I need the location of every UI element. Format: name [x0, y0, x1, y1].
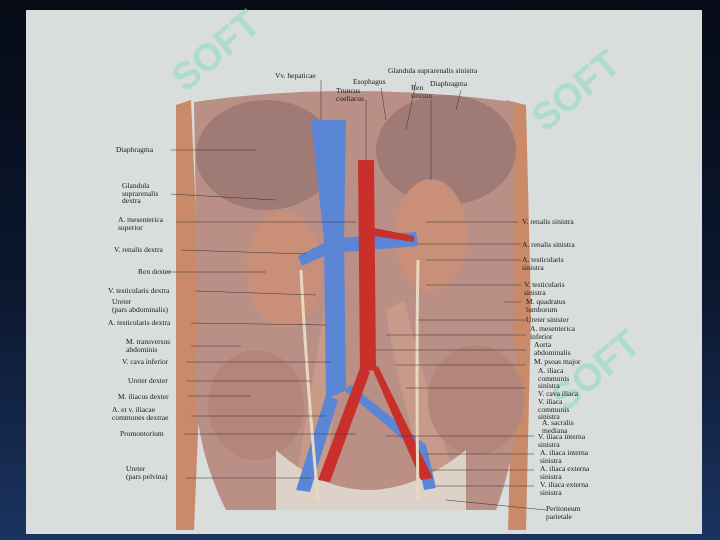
- anatomy-illustration: [166, 80, 547, 530]
- diaphragm-left-dome: [376, 95, 516, 205]
- label-m-iliacus-dexter: M. iliacus dexter: [118, 392, 169, 401]
- label-v-renalis-dextra: V. renalis dextra: [114, 245, 163, 254]
- label-a-iliaca-externa-sinistra: A. iliaca externa sinistra: [540, 464, 590, 481]
- label-peritoneum-parietale: Peritoneum parietale: [546, 504, 581, 521]
- label-v-iliaca-externa-sinistra: V. iliaca externa sinistra: [540, 480, 589, 497]
- ureter-right: [299, 269, 320, 501]
- label-a-mesenterica-superior: A. mesenterica superior: [118, 215, 163, 232]
- label-a-renalis-sinistra: A. renalis sinistra: [522, 240, 575, 249]
- label-a-et-v-iliacae-communes-dextrae: A. et v. iliacae communes dextrae: [112, 405, 169, 422]
- kidney-left: [395, 179, 467, 291]
- label-glandula-suprarenalis-dextra: Glandula suprarenalis dextra: [122, 181, 159, 206]
- label-v-iliaca-communis-sinistra: V. iliaca communis sinistra: [538, 397, 570, 422]
- label-glandula-suprarenalis-sinistra: Glandula suprarenalis sinistra: [388, 66, 478, 75]
- label-v-renalis-sinistra: V. renalis sinistra: [522, 217, 574, 226]
- iliac-artery-right: [318, 368, 370, 482]
- label-v-testicularis-sinistra: V. testicularis sinistra: [524, 280, 565, 297]
- iliac-vein-right: [296, 395, 338, 492]
- leader-lines-top: [320, 80, 462, 180]
- diaphragm-right-dome: [196, 100, 336, 210]
- label-v-iliaca-interna-sinistra: V. iliaca interna sinistra: [538, 432, 586, 449]
- kidney-right: [246, 212, 322, 328]
- iliacus-left: [428, 345, 524, 455]
- label-a-iliaca-interna-sinistra: A. iliaca interna sinistra: [540, 448, 589, 465]
- label-ureter-sinister: Ureter sinister: [526, 315, 569, 324]
- label-aorta-abdominalis: Aorta abdominalis: [534, 340, 571, 357]
- label-a-testicularis-sinistra: A. testicularis sinistra: [522, 255, 564, 272]
- label-a-sacralis-mediana: A. sacralis mediana: [542, 418, 574, 435]
- label-v-cava-iliaca: V. cava iliaca: [538, 389, 579, 398]
- renal-artery-left: [374, 228, 414, 242]
- label-ren-dexter: Ren dexter: [138, 267, 171, 276]
- label-vv-hepaticae: Vv. hepaticae: [275, 71, 316, 80]
- label-diaphragma-top: Diaphragma: [430, 79, 468, 88]
- label-m-transversus-abdominis: M. transversus abdominis: [126, 337, 171, 354]
- label-ureter-pars-abdominalis: Ureter (pars abdominalis): [112, 297, 169, 314]
- renal-vein-right: [298, 242, 328, 266]
- psoas-right: [386, 300, 456, 480]
- label-a-testicularis-dextra: A. testicularis dextra: [108, 318, 171, 327]
- label-ureter-dexter: Ureter dexter: [128, 376, 168, 385]
- label-m-psoas-major: M. psoas major: [534, 357, 581, 366]
- label-a-mesenterica-inferior: A. mesenterica inferior: [530, 324, 575, 341]
- leader-lines-right: [374, 221, 547, 511]
- label-a-iliaca-communis-sinistra: A. iliaca communis sinistra: [538, 366, 570, 391]
- label-esophagus: Esophagus: [353, 77, 386, 86]
- label-m-quadratus-lumborum: M. quadratus lumborum: [526, 297, 566, 314]
- leader-lines-left: [166, 149, 356, 479]
- label-ren-sinister-top: Ren sinister: [411, 83, 433, 100]
- label-truncus-coeliacus: Truncus coeliacus: [336, 86, 364, 103]
- vena-cava-inferior: [311, 120, 346, 400]
- abdominal-wall-left: [176, 100, 201, 530]
- label-promontorium: Promontorium: [120, 429, 164, 438]
- aorta: [358, 160, 376, 372]
- label-v-testicularis-dextra: V. testicularis dextra: [108, 286, 170, 295]
- label-v-cava-inferior: V. cava inferior: [122, 357, 169, 366]
- label-ureter-pars-pelvina: Ureter (pars pelvina): [126, 464, 168, 481]
- ureter-left: [415, 259, 420, 501]
- slide: SOFT SOFT SOFT Vv. hepaticae Truncus coe…: [26, 2, 702, 534]
- label-diaphragma: Diaphragma: [116, 145, 154, 154]
- iliacus-right: [208, 350, 304, 460]
